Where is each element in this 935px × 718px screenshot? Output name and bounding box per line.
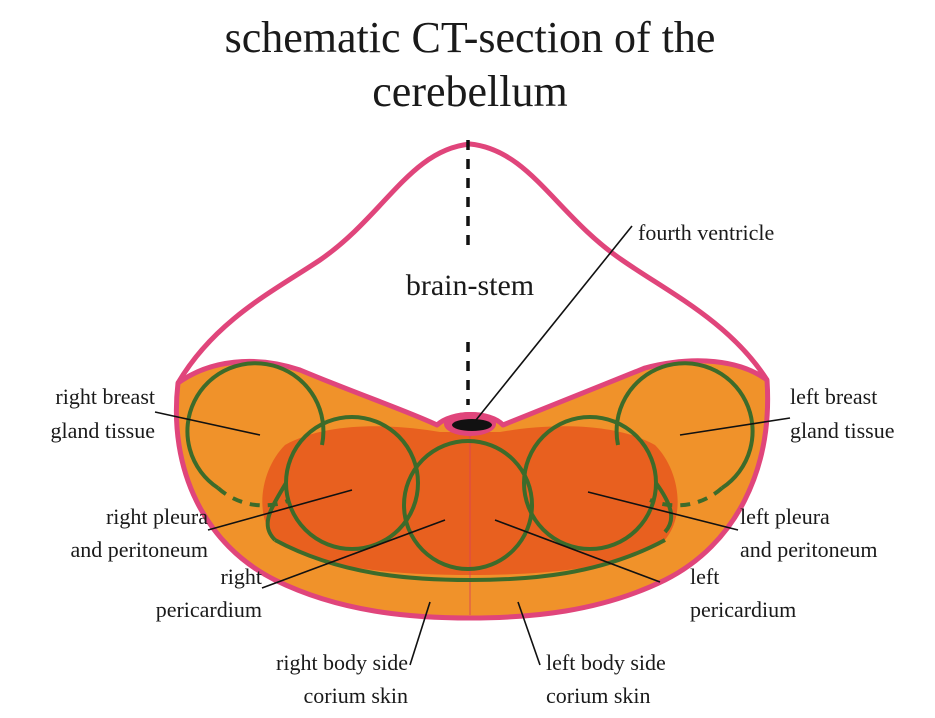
left-breast-label-1: left breast [790,384,877,409]
right-body-label-1: right body side [276,650,408,675]
title-line-1: schematic CT-section of the [225,13,716,62]
brain-stem-outline [178,144,767,383]
right-pericardium-label-1: right [220,564,262,589]
right-breast-label-2: gland tissue [51,418,156,443]
fourth-ventricle [452,419,492,431]
left-pleura-label-1: left pleura [740,504,830,529]
right-pericardium-label-2: pericardium [156,597,262,622]
left-body-label-2: corium skin [546,683,651,708]
fourth-ventricle-label: fourth ventricle [638,220,774,245]
right-pleura-label-2: and peritoneum [71,537,208,562]
left-breast-label-2: gland tissue [790,418,895,443]
left-body-label-1: left body side [546,650,666,675]
right-body-label-2: corium skin [304,683,409,708]
right-pleura-label-1: right pleura [106,504,208,529]
brain-stem-label: brain-stem [406,269,534,302]
title-line-2: cerebellum [372,67,567,116]
left-pericardium-label-2: pericardium [690,597,796,622]
left-pericardium-label-1: left [690,564,719,589]
left-pleura-label-2: and peritoneum [740,537,877,562]
right-breast-label-1: right breast [55,384,155,409]
